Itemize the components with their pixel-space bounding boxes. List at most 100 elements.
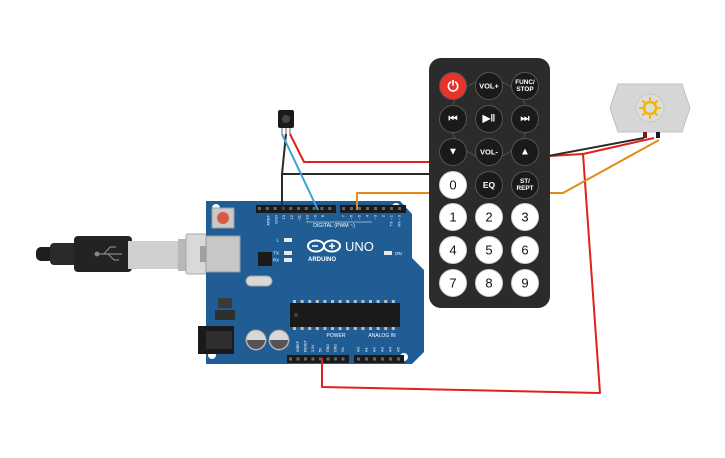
remote-button-label: VOL- [480,148,498,157]
voltage-regulator [218,298,232,308]
remote-button-vol-up[interactable]: VOL+ [475,72,503,100]
remote-button-power[interactable]: ⏻ [439,72,467,100]
pin-label: ~5 [357,214,362,219]
remote-button-next[interactable]: ⏭ [511,105,539,133]
pin-label: AREF [266,214,271,225]
on-led-label: ON [395,251,402,256]
remote-button-label: REPT [516,185,533,192]
arduino-brand: ARDUINO [308,257,336,263]
remote-button-vol-down[interactable]: VOL- [475,138,503,166]
remote-button-label: VOL+ [479,82,499,91]
crystal [245,275,273,287]
gear-icon [639,97,661,119]
led-tx-label: TX [273,251,279,256]
remote-button-label: ST/ [520,178,530,185]
pin-label: A5 [396,346,401,352]
pin-label: 3.3V [311,344,315,352]
remote-button-four[interactable]: 4 [439,236,467,264]
remote-button-label: 2 [485,210,492,225]
pin-label: ~10 [305,214,310,222]
usb-chip [258,252,272,266]
remote-button-label: 4 [449,243,456,258]
arduino-logo: ARDUINO [307,239,341,263]
remote-button-zero[interactable]: 0 [439,171,467,199]
voltage-regulator [215,310,235,320]
remote-button-label: 7 [449,276,456,291]
led-l-label: L [276,238,279,243]
remote-button-eight[interactable]: 8 [475,269,503,297]
pin-label: Vin [341,347,345,352]
remote-button-label: 3 [521,210,528,225]
pin-label: ~3 [373,214,378,219]
ir-remote[interactable]: ⏻ VOL+ FUNC/STOP ⏮ ▶‖ ⏭ ▼ VOL- ▲ 0 EQ ST/REPT 1 2 3 4 5 6… [429,58,550,308]
board-usb-port [205,235,241,273]
capacitor [245,329,267,351]
pin-label: IOREF [296,340,300,352]
pin-label: 13 [281,214,286,219]
remote-button-label: ▲ [520,147,530,158]
power-header [287,355,404,363]
capacitor [268,329,290,351]
pin-label: 2 [381,214,386,217]
led-rx-label: RX [273,258,279,263]
remote-button-two[interactable]: 2 [475,203,503,231]
remote-button-prev[interactable]: ⏮ [439,105,467,133]
remote-button-label: 1 [449,210,456,225]
remote-button-label: 8 [485,276,492,291]
remote-button-label: 9 [521,276,528,291]
remote-button-nine[interactable]: 9 [511,269,539,297]
reset-button[interactable] [211,207,235,229]
dc-motor[interactable] [609,83,691,138]
pin-label: A3 [380,346,385,352]
pin-label: ~6 [349,214,354,219]
remote-button-seven[interactable]: 7 [439,269,467,297]
digital-header-label: DIGITAL (PWM ~) [313,223,355,229]
remote-button-label: ⏻ [447,78,458,94]
pin-label: GND [334,344,338,352]
pin-label: GND [326,344,330,352]
usb-cable[interactable] [36,233,227,275]
pin-label: GND [273,215,278,224]
pin-label: A0 [356,346,361,352]
pin-label: ~11 [297,214,302,221]
pin-label: 7 [341,214,346,217]
remote-button-down[interactable]: ▼ [439,138,467,166]
on-led [384,251,392,255]
pin-label: A1 [364,346,369,352]
digital-header [256,205,406,213]
remote-button-label: ▼ [448,147,458,158]
remote-button-label: FUNC/ [515,79,535,86]
remote-button-up[interactable]: ▲ [511,138,539,166]
pin-label: 8 [320,214,325,217]
remote-button-eq[interactable]: EQ [475,171,503,199]
pin-label: RESET [304,339,308,352]
pin-label: 4 [365,214,370,217]
remote-button-six[interactable]: 6 [511,236,539,264]
remote-button-label: 0 [449,178,456,193]
remote-button-label: 5 [485,243,492,258]
uno-label: UNO [345,239,374,254]
remote-button-three[interactable]: 3 [511,203,539,231]
remote-button-func-stop[interactable]: FUNC/STOP [511,72,539,100]
analog-in-label: ANALOG IN [368,333,396,339]
remote-button-label: STOP [516,86,534,93]
remote-button-label: ▶‖ [482,114,496,125]
remote-button-one[interactable]: 1 [439,203,467,231]
remote-button-play-pause[interactable]: ▶‖ [475,105,503,133]
power-label: POWER [327,333,346,339]
usb-icon [94,246,122,261]
pin-label: RX←0 [397,214,402,227]
remote-button-label: 6 [521,243,528,258]
remote-button-label: EQ [483,180,496,190]
remote-button-st-rept[interactable]: ST/REPT [511,171,539,199]
ir-receiver[interactable] [278,110,294,134]
pin-label: ~9 [312,214,317,219]
pin-label: 5V [319,347,323,352]
pin-label: A2 [372,346,377,352]
remote-button-label: ⏮ [449,114,458,125]
pin-label: TX→1 [389,214,394,226]
remote-button-five[interactable]: 5 [475,236,503,264]
pin-label: A4 [388,346,393,352]
